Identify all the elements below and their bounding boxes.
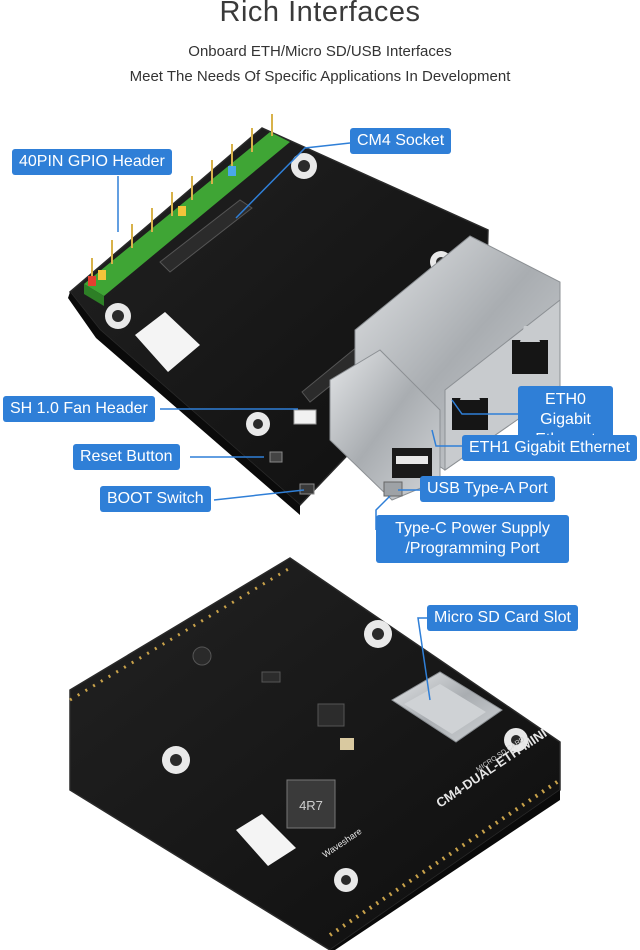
bottom-board: 4R7 CM4-DUAL-ETH-MINI Waveshare MICRO SD…	[69, 557, 562, 950]
callout-reset-button: Reset Button	[73, 444, 180, 470]
subtitle-line-1: Onboard ETH/Micro SD/USB Interfaces	[188, 43, 452, 60]
callout-gpio-header: 40PIN GPIO Header	[12, 149, 172, 175]
reset-button	[269, 451, 283, 463]
usb-type-a-port	[329, 349, 441, 501]
callout-eth1: ETH1 Gigabit Ethernet	[462, 435, 637, 461]
callout-type-c-port: Type-C Power Supply /Programming Port	[376, 515, 569, 563]
fan-header	[293, 409, 317, 425]
callout-fan-header: SH 1.0 Fan Header	[3, 396, 155, 422]
callout-micro-sd-slot: Micro SD Card Slot	[427, 605, 578, 631]
subtitle-line-2: Meet The Needs Of Specific Applications …	[129, 68, 511, 85]
inductor-label: 4R7	[299, 798, 323, 813]
callout-cm4-socket: CM4 Socket	[350, 128, 452, 154]
callout-usb-type-a: USB Type-A Port	[420, 476, 555, 502]
micro-sd-card-slot	[391, 671, 503, 743]
type-c-port	[383, 481, 403, 497]
callout-boot-switch: BOOT Switch	[100, 486, 211, 512]
boot-switch	[299, 483, 315, 495]
page-title: Rich Interfaces	[219, 0, 421, 28]
gpio-header	[84, 114, 290, 306]
inductor	[286, 779, 336, 829]
top-board	[68, 114, 561, 515]
